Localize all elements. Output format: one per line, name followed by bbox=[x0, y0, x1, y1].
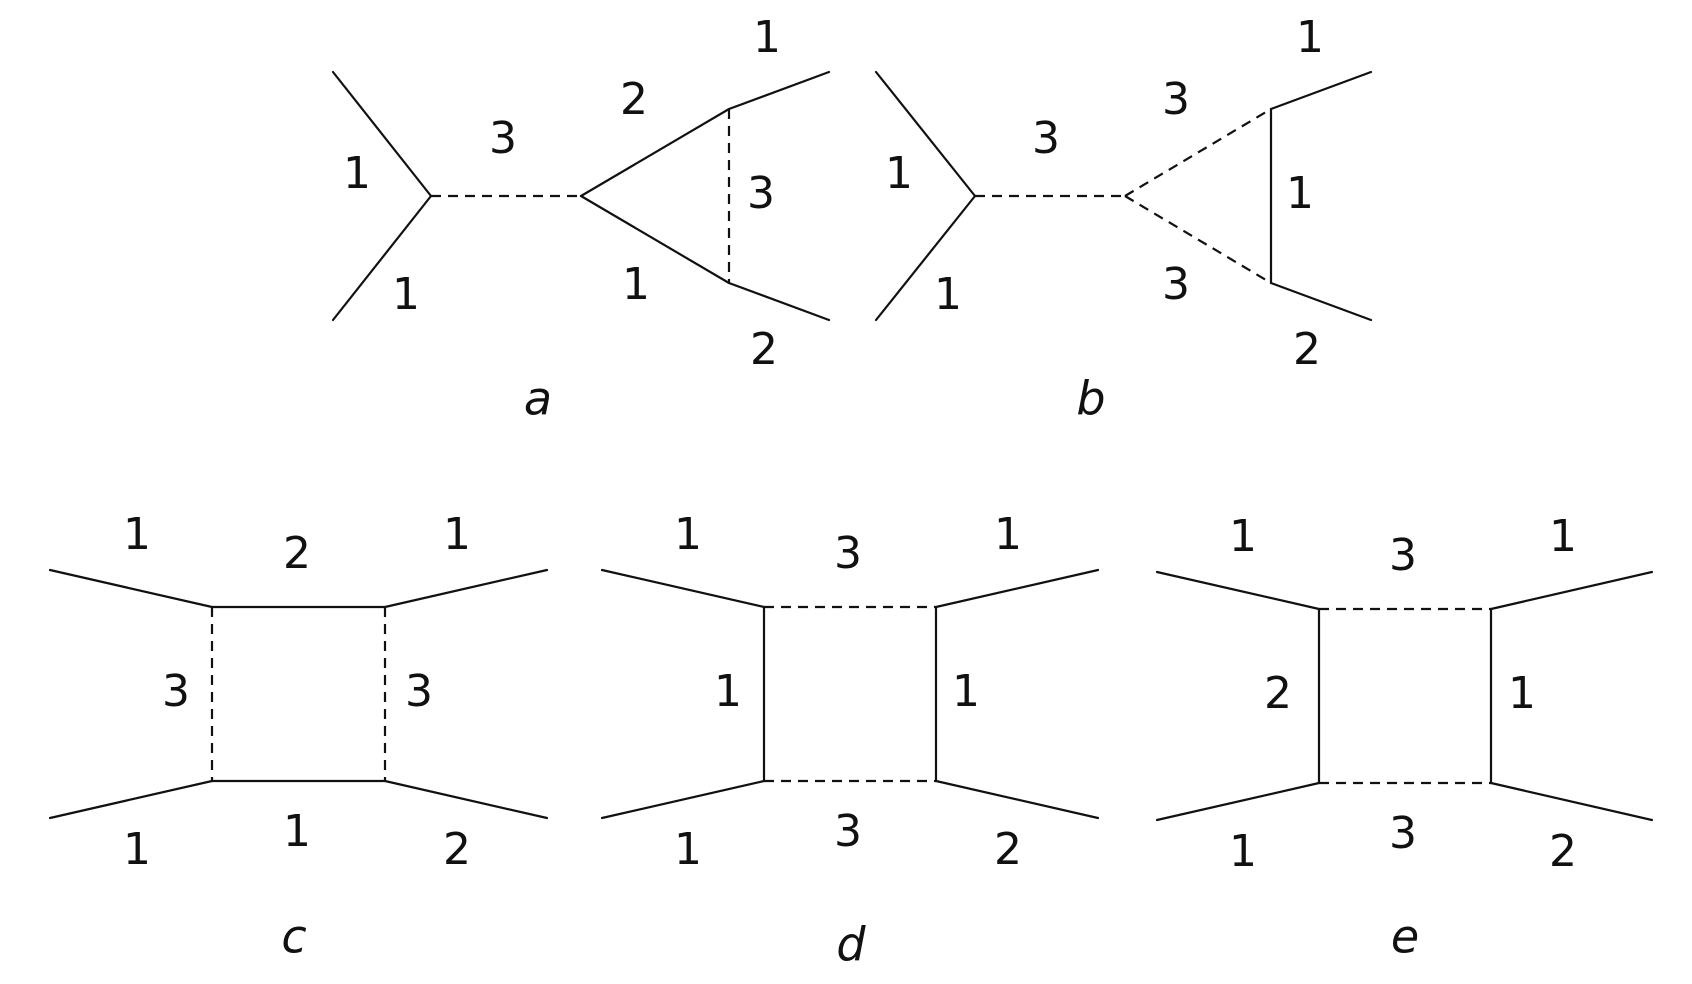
b-external-line-top-left bbox=[874, 70, 977, 198]
e-external-line-top-right bbox=[1489, 570, 1654, 611]
e-label-ext-top-right: 1 bbox=[1549, 511, 1577, 562]
e-label-bottom: 3 bbox=[1389, 808, 1417, 859]
a-loop-upper-line bbox=[579, 107, 731, 198]
c-external-line-bottom-right bbox=[383, 779, 549, 820]
a-label-ext-bottom-left: 1 bbox=[392, 269, 420, 320]
d-label-ext-top-right: 1 bbox=[994, 509, 1022, 560]
a-label-loop-lower: 1 bbox=[622, 259, 650, 310]
a-label-loop-vertical: 3 bbox=[747, 168, 775, 219]
a-caption: a bbox=[524, 372, 552, 426]
d-label-left: 1 bbox=[714, 666, 742, 717]
d-external-line-top-left bbox=[600, 568, 766, 609]
b-label-loop-upper: 3 bbox=[1162, 74, 1190, 125]
e-external-line-top-left bbox=[1155, 570, 1321, 611]
diagram-b: 1 1 3 3 3 1 1 2 b bbox=[874, 12, 1373, 426]
b-label-loop-vertical: 1 bbox=[1286, 168, 1314, 219]
d-label-ext-top-left: 1 bbox=[674, 509, 702, 560]
e-label-ext-bottom-right: 2 bbox=[1549, 826, 1577, 877]
diagram-e: 1 3 1 2 1 1 3 2 e bbox=[1155, 511, 1654, 964]
c-label-left: 3 bbox=[162, 666, 190, 717]
d-external-line-bottom-right bbox=[934, 779, 1100, 820]
a-loop-lower-line bbox=[579, 194, 731, 285]
b-external-line-bottom-left bbox=[874, 194, 977, 322]
a-label-ext-top-left: 1 bbox=[343, 148, 371, 199]
e-label-ext-bottom-left: 1 bbox=[1229, 826, 1257, 877]
b-external-line-bottom-right bbox=[1269, 281, 1373, 322]
a-label-ext-top-right: 1 bbox=[753, 12, 781, 63]
d-label-ext-bottom-left: 1 bbox=[674, 824, 702, 875]
d-external-line-top-right bbox=[934, 568, 1100, 609]
b-label-ext-bottom-left: 1 bbox=[934, 269, 962, 320]
b-caption: b bbox=[1076, 372, 1105, 426]
e-label-top: 3 bbox=[1389, 530, 1417, 581]
a-external-line-bottom-left bbox=[331, 194, 433, 322]
e-label-right: 1 bbox=[1508, 668, 1536, 719]
b-loop-upper-dashed bbox=[1124, 108, 1272, 197]
c-label-right: 3 bbox=[405, 666, 433, 717]
b-label-ext-top-right: 1 bbox=[1296, 12, 1324, 63]
c-external-line-bottom-left bbox=[48, 779, 214, 820]
b-label-propagator: 3 bbox=[1032, 113, 1060, 164]
c-label-ext-top-left: 1 bbox=[123, 509, 151, 560]
a-label-loop-upper: 2 bbox=[620, 74, 648, 125]
c-external-line-top-right bbox=[383, 568, 549, 609]
c-external-line-top-left bbox=[48, 568, 214, 609]
d-external-line-bottom-left bbox=[600, 779, 766, 820]
c-label-ext-bottom-left: 1 bbox=[123, 824, 151, 875]
d-label-top: 3 bbox=[834, 528, 862, 579]
e-caption: e bbox=[1391, 910, 1419, 964]
diagram-d: 1 3 1 1 1 1 3 2 d bbox=[600, 509, 1100, 972]
b-label-ext-top-left: 1 bbox=[885, 148, 913, 199]
b-external-line-top-right bbox=[1269, 70, 1373, 111]
d-label-ext-bottom-right: 2 bbox=[994, 824, 1022, 875]
c-label-ext-bottom-right: 2 bbox=[443, 824, 471, 875]
a-external-line-top-left bbox=[331, 70, 433, 198]
e-label-ext-top-left: 1 bbox=[1229, 511, 1257, 562]
c-label-top: 2 bbox=[283, 528, 311, 579]
a-label-propagator: 3 bbox=[489, 113, 517, 164]
a-external-line-bottom-right bbox=[727, 281, 831, 322]
diagram-a: 1 1 3 2 1 3 1 2 a bbox=[331, 12, 831, 426]
c-label-bottom: 1 bbox=[283, 806, 311, 857]
b-label-loop-lower: 3 bbox=[1162, 259, 1190, 310]
d-label-right: 1 bbox=[952, 666, 980, 717]
b-label-ext-bottom-right: 2 bbox=[1293, 324, 1321, 375]
diagram-c: 1 2 1 3 3 1 1 2 c bbox=[48, 509, 549, 964]
e-external-line-bottom-left bbox=[1155, 781, 1321, 822]
e-label-left: 2 bbox=[1264, 668, 1292, 719]
a-label-ext-bottom-right: 2 bbox=[750, 324, 778, 375]
d-caption: d bbox=[836, 918, 866, 972]
c-caption: c bbox=[281, 910, 306, 964]
d-label-bottom: 3 bbox=[834, 806, 862, 857]
a-external-line-top-right bbox=[727, 70, 831, 111]
b-loop-lower-dashed bbox=[1124, 195, 1272, 284]
c-label-ext-top-right: 1 bbox=[443, 509, 471, 560]
e-external-line-bottom-right bbox=[1489, 781, 1654, 822]
